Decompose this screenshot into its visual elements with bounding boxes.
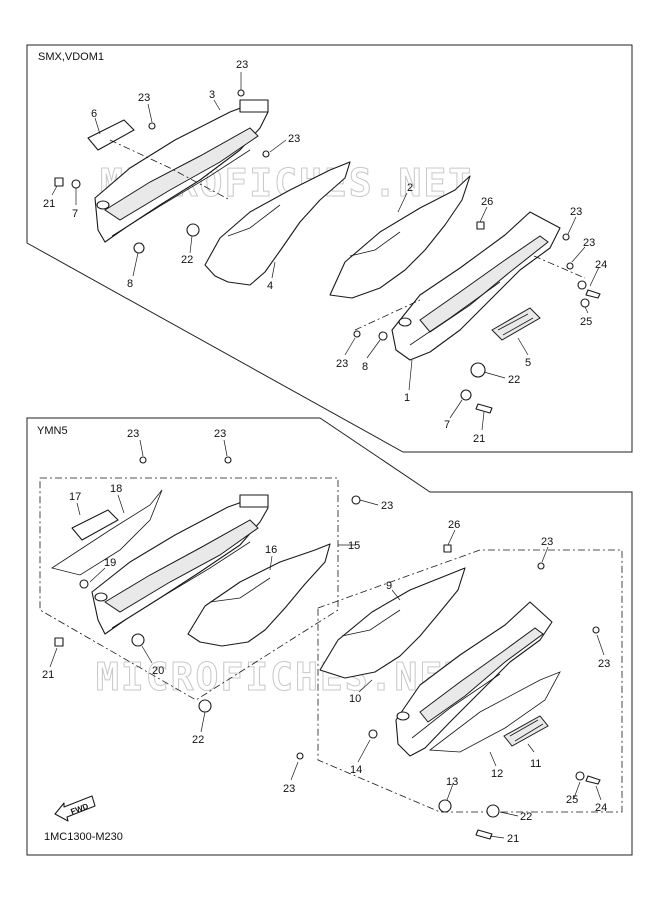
- callout-21: 21: [43, 198, 55, 210]
- top-fasteners: [54, 89, 601, 414]
- callout-22: 22: [181, 254, 193, 266]
- callout-8-b: 8: [362, 361, 368, 373]
- callout-6: 6: [91, 108, 97, 120]
- callout-15: 15: [348, 540, 360, 552]
- callout-b-22-b: 22: [520, 811, 532, 823]
- bottom-left-group-box: [39, 477, 339, 701]
- callout-23-c: 23: [288, 133, 300, 145]
- callout-23-f: 23: [336, 358, 348, 370]
- callout-7: 7: [72, 208, 78, 220]
- top-inner-cover-2: [329, 175, 471, 299]
- callout-4: 4: [267, 280, 273, 292]
- callout-2: 2: [407, 182, 413, 194]
- callout-b-21: 21: [42, 669, 54, 681]
- callout-b-23-d: 23: [541, 536, 553, 548]
- callout-b-23-f: 23: [283, 783, 295, 795]
- bottom-panel-frame: [26, 417, 633, 856]
- callout-12: 12: [491, 768, 503, 780]
- top-emblem-5: [491, 307, 541, 341]
- callout-b-23-a: 23: [127, 428, 139, 440]
- callout-16: 16: [265, 544, 277, 556]
- callout-17: 17: [69, 491, 81, 503]
- callout-3: 3: [209, 89, 215, 101]
- callout-7-b: 7: [444, 419, 450, 431]
- callout-b-23-b: 23: [214, 428, 226, 440]
- bottom-inner-cover-16: [187, 543, 331, 647]
- callout-b-24: 24: [595, 802, 607, 814]
- callout-b-23-c: 23: [381, 500, 393, 512]
- bottom-emblem-11: [503, 715, 549, 747]
- top-panel-frame: [26, 44, 633, 453]
- callout-b-26: 26: [448, 519, 460, 531]
- callout-13: 13: [446, 776, 458, 788]
- bottom-left-side-cover-19: [91, 494, 269, 635]
- callout-b-23-e: 23: [598, 658, 610, 670]
- callout-19: 19: [104, 557, 116, 569]
- callout-11: 11: [530, 758, 541, 770]
- callout-18: 18: [110, 483, 122, 495]
- bottom-inner-cover-9: [319, 567, 466, 679]
- bottom-leader-lines: [49, 439, 605, 839]
- top-leader-lines: [51, 72, 600, 431]
- callout-23-a: 23: [236, 59, 248, 71]
- callout-1: 1: [404, 392, 410, 404]
- callout-26: 26: [481, 196, 493, 208]
- bottom-decal-12: [428, 671, 561, 753]
- callout-21-b: 21: [473, 433, 485, 445]
- top-right-side-cover-1: [391, 211, 561, 361]
- callout-5: 5: [525, 357, 531, 369]
- callout-20: 20: [152, 665, 164, 677]
- bottom-fasteners: [54, 456, 601, 840]
- top-inner-cover-4: [204, 161, 351, 286]
- callout-9: 9: [386, 580, 392, 592]
- callout-25: 25: [580, 316, 592, 328]
- callout-b-25: 25: [566, 794, 578, 806]
- panel-bottom-label: YMN5: [37, 425, 68, 437]
- top-callouts: 23 23 3 23 6 21 7 22 8 4 2 26 23 23 24 2…: [43, 59, 607, 445]
- panel-top-label: SMX,VDOM1: [38, 51, 104, 63]
- top-emblem-6: [87, 119, 135, 151]
- bottom-emblem-17: [71, 509, 119, 541]
- callout-23-d: 23: [570, 206, 582, 218]
- callout-8: 8: [127, 278, 133, 290]
- callout-23-b: 23: [138, 92, 150, 104]
- callout-24: 24: [595, 259, 607, 271]
- bottom-decal-18: [51, 489, 163, 576]
- watermark-bottom: MICROFICHES.NET: [96, 655, 469, 699]
- footer-code: 1MC1300-M230: [44, 831, 123, 843]
- callout-b-22: 22: [192, 734, 204, 746]
- bottom-right-side-cover-10: [395, 601, 553, 757]
- callout-b-21-b: 21: [507, 833, 519, 845]
- fwd-arrow-icon: FWD: [54, 795, 96, 822]
- callout-22-b: 22: [508, 374, 520, 386]
- bottom-callouts: 23 23 17 18 23 15 16 19 21 20 22 26 23 9…: [42, 428, 610, 845]
- bottom-right-group-box: [317, 549, 623, 813]
- callout-23-e: 23: [583, 237, 595, 249]
- callout-10: 10: [349, 693, 361, 705]
- callout-14: 14: [350, 764, 362, 776]
